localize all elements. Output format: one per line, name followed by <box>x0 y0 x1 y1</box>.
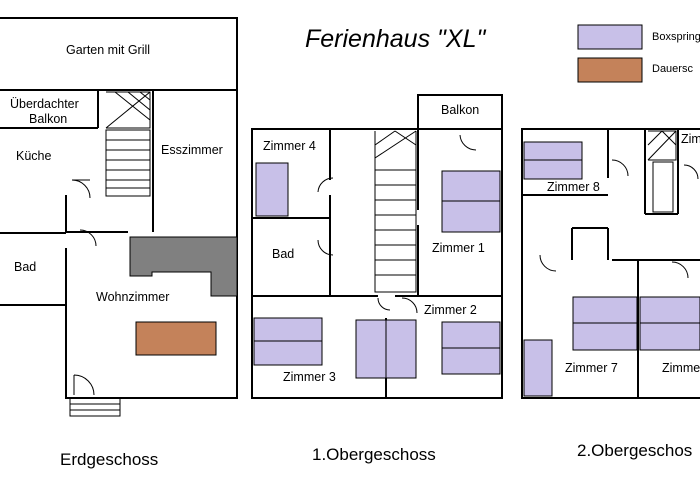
room-garten-mit-grill: Garten mit Grill <box>66 43 150 57</box>
legend-swatch-dauerschlaefer <box>577 57 643 83</box>
walls-erdgeschoss <box>0 17 238 399</box>
room-zimmer-2: Zimmer 2 <box>424 303 477 317</box>
room-balkon-eg: Balkon <box>29 112 67 126</box>
room-zimmer-4: Zimmer 4 <box>263 139 316 153</box>
stairs-2og <box>647 130 677 213</box>
door <box>377 297 391 311</box>
floor-erdgeschoss: Garten mit Grill Überdachter Balkon Küch… <box>0 17 238 469</box>
room-ueberdachter: Überdachter <box>10 97 79 111</box>
door <box>401 297 418 314</box>
walls-2og <box>521 128 700 399</box>
door <box>611 159 629 177</box>
room-zimmer-3: Zimmer 3 <box>283 370 336 384</box>
floor-label-erdgeschoss: Erdgeschoss <box>60 450 158 469</box>
legend-swatch-boxspring <box>577 24 643 50</box>
door <box>317 239 334 256</box>
sofa-bed <box>135 321 217 356</box>
room-wohnzimmer: Wohnzimmer <box>96 290 169 304</box>
door <box>459 134 477 151</box>
door <box>79 229 97 247</box>
plan-title: Ferienhaus "XL" <box>305 25 486 53</box>
floor-label-1og: 1.Obergeschoss <box>312 445 436 464</box>
room-zimmer-5-partial: Zim <box>681 132 700 146</box>
room-balkon-1og: Balkon <box>441 103 479 117</box>
door <box>671 261 689 279</box>
room-zimmer-8: Zimmer 8 <box>547 180 600 194</box>
floor-2-obergeschoss: Zim Zimmer 8 Zimmer 7 Zimme 2.Obergescho… <box>521 128 700 460</box>
door <box>71 179 91 199</box>
stairs-erdgeschoss <box>105 91 151 197</box>
bed-zimmer-4 <box>255 162 289 217</box>
room-esszimmer: Esszimmer <box>161 143 223 157</box>
legend-label-dauerschlaefer: Dauersc <box>652 63 693 75</box>
door <box>683 164 699 180</box>
room-kueche: Küche <box>16 149 51 163</box>
room-zimmer-6-partial: Zimme <box>662 361 700 375</box>
stairs-1og <box>374 130 417 293</box>
floor-label-2og: 2.Obergeschos <box>577 441 692 460</box>
floor-1-obergeschoss: Balkon Zimmer 4 Bad Zimmer 1 Zimmer 2 Zi… <box>251 94 503 464</box>
chimney-block <box>129 236 238 297</box>
entrance-steps <box>69 397 121 417</box>
room-zimmer-7: Zimmer 7 <box>565 361 618 375</box>
room-bad-eg: Bad <box>14 260 36 274</box>
door <box>73 374 95 396</box>
door <box>539 254 557 272</box>
bed-zimmer-7b <box>523 339 553 397</box>
room-zimmer-1: Zimmer 1 <box>432 241 485 255</box>
legend: Boxspring Dauersc <box>577 24 700 83</box>
door <box>317 177 334 193</box>
room-bad-1og: Bad <box>272 247 294 261</box>
legend-label-boxspring: Boxspring <box>652 31 700 43</box>
